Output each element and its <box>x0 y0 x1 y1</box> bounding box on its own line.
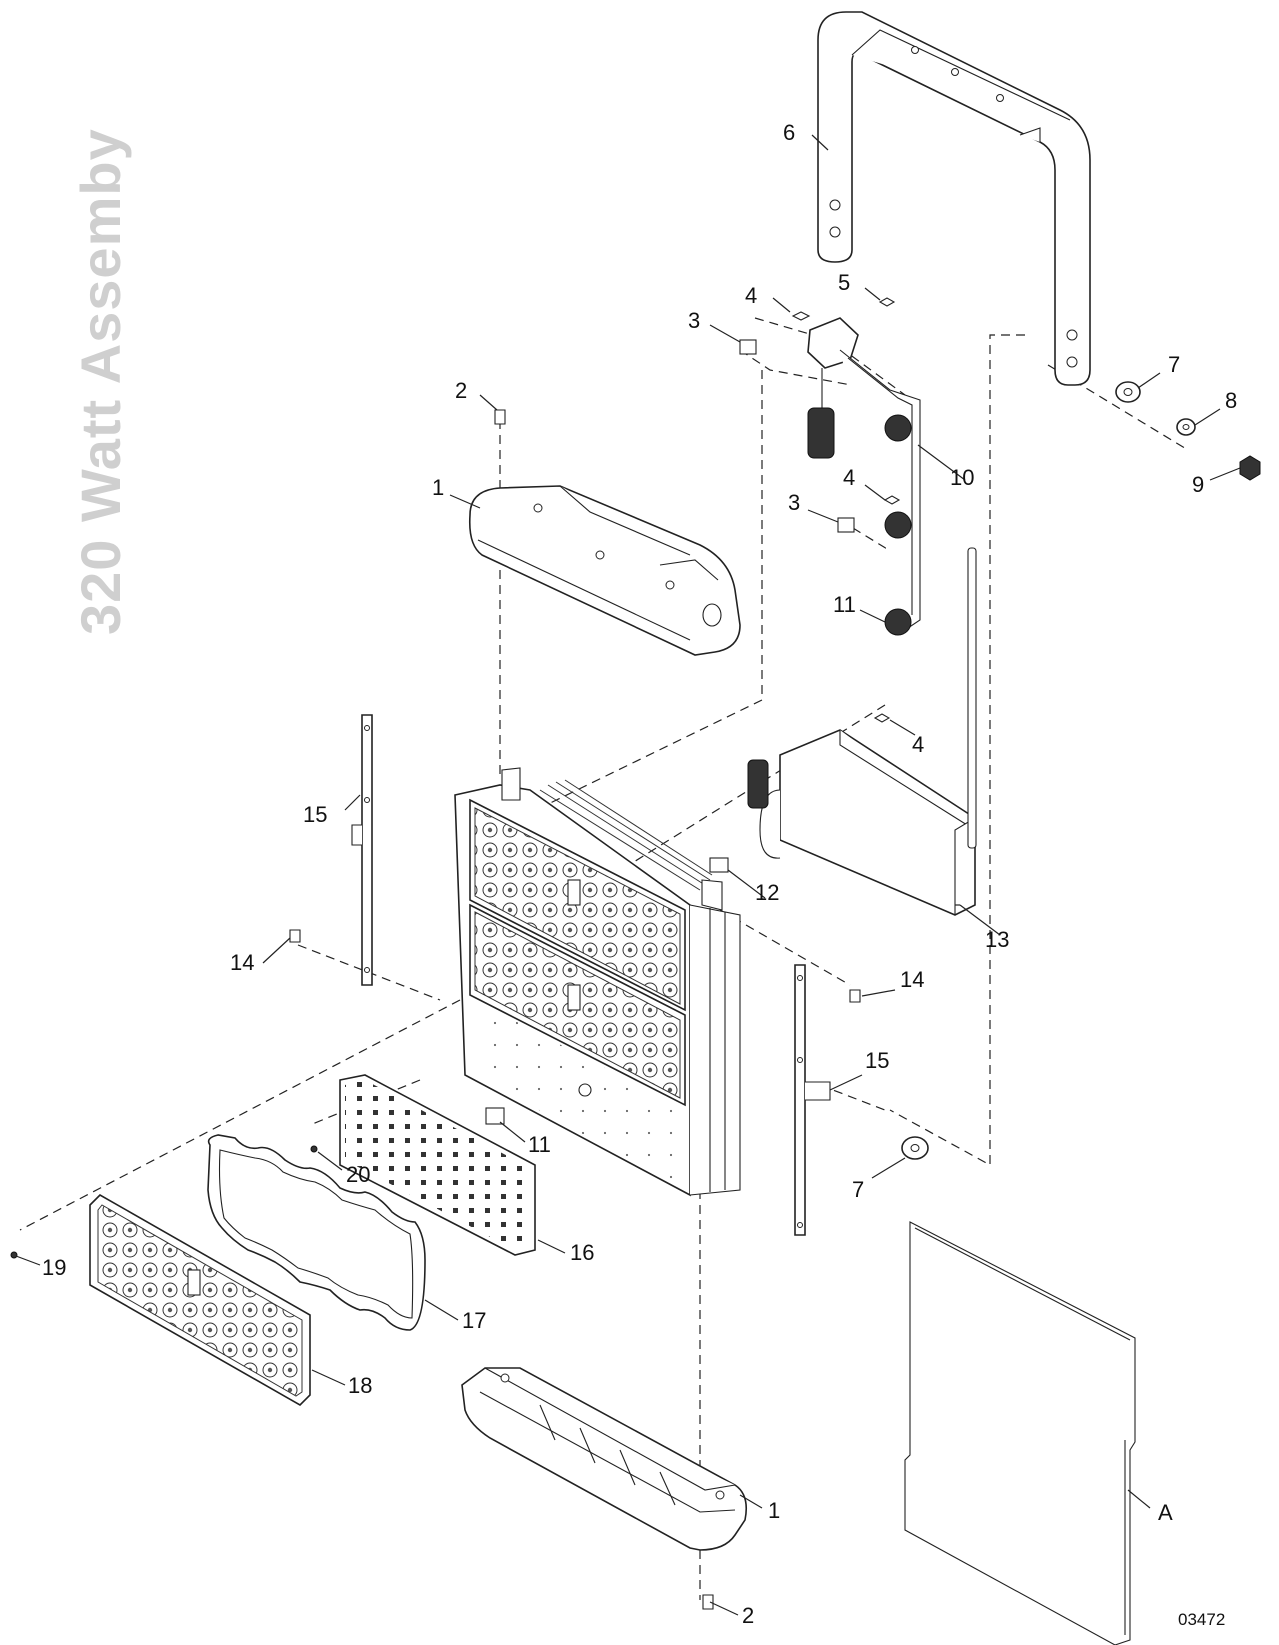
callout-12: 12 <box>755 880 779 905</box>
heatsink-fins <box>539 779 713 891</box>
lens-plate <box>89 1194 311 1406</box>
callout-3-mid: 3 <box>788 490 800 515</box>
callout-4-top: 4 <box>745 283 757 308</box>
callout-1-bot: 1 <box>768 1498 780 1523</box>
clip-12 <box>709 857 729 873</box>
callout-9: 9 <box>1192 472 1204 497</box>
callout-4-mid: 4 <box>843 465 855 490</box>
callout-18: 18 <box>348 1373 372 1398</box>
callout-1-top: 1 <box>432 475 444 500</box>
top-end-cap <box>468 485 741 656</box>
callout-2-bot: 2 <box>742 1603 754 1628</box>
clip-11-lower <box>485 1107 505 1125</box>
back-panel <box>904 1221 1136 1645</box>
callout-7-bot: 7 <box>852 1177 864 1202</box>
mounting-rail-left <box>351 714 373 986</box>
led-board <box>339 1074 536 1256</box>
callout-10: 10 <box>950 465 974 490</box>
bottom-end-cap <box>461 1367 748 1551</box>
callout-16: 16 <box>570 1240 594 1265</box>
callout-11-bot: 11 <box>528 1132 551 1157</box>
hardware-clips <box>739 297 901 723</box>
screws <box>10 409 861 1610</box>
callout-17: 17 <box>462 1308 486 1333</box>
callout-labels: 6 4 5 3 7 8 9 10 4 3 11 2 1 4 13 12 15 1… <box>42 120 1237 1628</box>
callout-20: 20 <box>346 1162 370 1187</box>
callout-19: 19 <box>42 1255 66 1280</box>
callout-6: 6 <box>783 120 795 145</box>
mounting-rail-right <box>794 964 831 1236</box>
washers-and-nut <box>901 381 1261 1160</box>
callout-7-top: 7 <box>1168 352 1180 377</box>
callout-14-left: 14 <box>230 950 254 975</box>
wiring-harness <box>807 317 921 636</box>
heatsink-housing <box>454 767 741 1197</box>
callout-14-right: 14 <box>900 967 924 992</box>
callout-13: 13 <box>985 927 1009 952</box>
u-bracket <box>817 11 1091 386</box>
callout-11-top: 11 <box>833 592 856 617</box>
callout-15-left: 15 <box>303 802 327 827</box>
leader-lines <box>15 134 1241 1616</box>
callout-3-top: 3 <box>688 308 700 333</box>
callout-15-right: 15 <box>865 1048 889 1073</box>
callout-A: A <box>1158 1500 1173 1525</box>
callout-4-low: 4 <box>912 732 924 757</box>
gasket <box>207 1134 426 1331</box>
callout-8: 8 <box>1225 388 1237 413</box>
callout-5: 5 <box>838 270 850 295</box>
callout-2-top: 2 <box>455 378 467 403</box>
driver-box <box>747 547 977 916</box>
drawing-number: 03472 <box>1178 1610 1226 1629</box>
